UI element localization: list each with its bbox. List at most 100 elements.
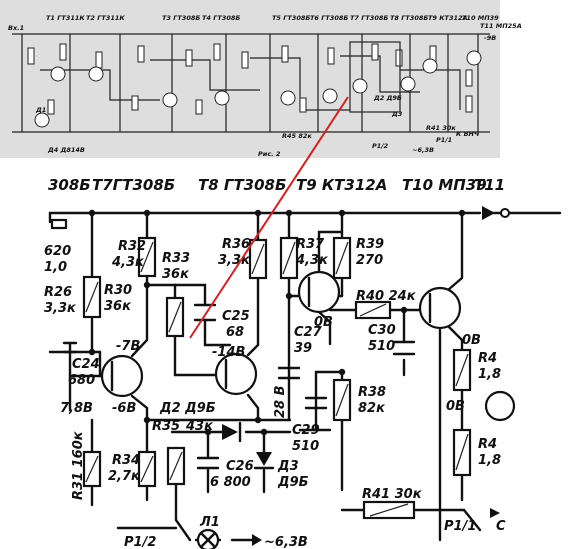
- r34-label: R34: [112, 453, 140, 468]
- junction-dots: [88, 209, 466, 436]
- thumb-label-minus9: -9В: [484, 34, 496, 42]
- voltage-t10-r2: 0В: [446, 399, 465, 414]
- r31-label: R31 160к: [71, 430, 86, 500]
- d3-value: Д9Б: [277, 475, 309, 490]
- t11-partial: [484, 390, 516, 422]
- thumb-header-t2: T2 ГТ311К: [86, 14, 125, 22]
- t10-symbol: [418, 286, 462, 330]
- r42-label: R4: [478, 351, 497, 366]
- r38-value: 82к: [358, 401, 386, 416]
- thumb-header-t11: T11 МП25А: [480, 22, 522, 30]
- thumb-label-p11: Р1/1: [436, 136, 452, 144]
- r34-value: 2,7к: [108, 469, 141, 484]
- rail-arrow-right: [490, 508, 500, 518]
- thumb-components: [27, 43, 482, 128]
- c25-label: C25: [222, 309, 250, 324]
- detail-header-t10: Т10 МП39: [402, 176, 487, 194]
- d2-symbol: [222, 424, 238, 440]
- c27-value: 39: [294, 341, 312, 356]
- r26-label: R26: [44, 285, 72, 300]
- thumb-header-t10: T10 МП39: [462, 14, 499, 22]
- thumb-label-r41: R41 30к: [426, 124, 456, 132]
- thumb-header-t3: T3 ГТ308Б: [162, 14, 200, 22]
- thumb-label-kvnch: К ВНЧ: [456, 130, 480, 138]
- c-partial-value: 620: [44, 244, 71, 259]
- r33-label: R33: [162, 251, 190, 266]
- supply-rail: [48, 211, 562, 224]
- r37-label: R37: [296, 237, 325, 252]
- r39-value: 270: [356, 253, 383, 268]
- thumb-header-t9: T9 КТ312А: [428, 14, 468, 22]
- thumb-header-t7: T7 ГТ308Б: [350, 14, 388, 22]
- r41-label: R41 30к: [362, 487, 423, 502]
- t8-symbol: [214, 352, 258, 396]
- rail-terminal: [500, 208, 510, 218]
- voltage-t8-collector: -14В: [212, 345, 245, 360]
- voltage-t9-base: 0В: [314, 315, 333, 330]
- rail-left-component: [50, 218, 68, 230]
- l1-label: Л1: [199, 515, 220, 530]
- detail-header-t7: Т7ГТ308Б: [92, 176, 175, 194]
- thumb-header-t4: T4 ГТ308Б: [202, 14, 240, 22]
- r43-value: 1,8: [478, 453, 501, 468]
- detail-header-t11: Т11: [474, 176, 505, 194]
- r36-label: R36: [222, 237, 250, 252]
- supply-label: ~6,3В: [264, 535, 308, 549]
- voltage-t7-emitter: -6В: [112, 401, 136, 416]
- thumb-wiring: [12, 33, 490, 133]
- voltage-t7-base: -7В: [116, 339, 140, 354]
- t7-symbol: [100, 354, 144, 398]
- thumb-header-t5: T5 ГТ308Б: [272, 14, 310, 22]
- thumb-label-d3: Д3: [391, 110, 403, 118]
- c29-label: C29: [292, 423, 320, 438]
- c26-label: C26: [226, 459, 254, 474]
- c26-value: 6 800: [210, 475, 251, 490]
- thumb-label-d1: Д1: [35, 106, 46, 114]
- c25-value: 68: [226, 325, 244, 340]
- t9-symbol: [297, 270, 341, 314]
- rail-arrow: [482, 206, 495, 220]
- r38-label: R38: [358, 385, 386, 400]
- d3-symbol: [256, 452, 272, 466]
- schematic-detail: 308Б Т7ГТ308Б Т8 ГТ308Б Т9 КТ312А Т10 МП…: [44, 176, 562, 549]
- r30-value: 36к: [104, 299, 132, 314]
- thumb-label-supply: ~6,3В: [412, 146, 434, 154]
- c29-value: 510: [292, 439, 319, 454]
- d2-label: Д2 Д9Б: [159, 401, 216, 416]
- r37-value: 4,3к: [295, 253, 329, 268]
- thumb-zoom-box: [349, 41, 401, 113]
- capacitors: [62, 303, 416, 470]
- r43-label: R4: [478, 437, 497, 452]
- thumb-header-t1: T1 ГТ311К: [46, 14, 85, 22]
- r33-value: 36к: [162, 267, 190, 282]
- thumb-figure-caption: Рис. 2: [258, 150, 281, 158]
- c-partial-value-2: 1,0: [44, 260, 67, 275]
- c30-label: C30: [368, 323, 396, 338]
- r30-label: R30: [104, 283, 132, 298]
- detail-header-t8: Т8 ГТ308Б: [198, 176, 286, 194]
- r32-value: 4,3к: [111, 255, 145, 270]
- r42-value: 1,8: [478, 367, 501, 382]
- resistors: [82, 236, 472, 520]
- thumb-label-p12: Р1/2: [372, 142, 389, 150]
- annotation-line: [189, 96, 349, 339]
- r26-value: 3,3к: [44, 301, 77, 316]
- detail-header-t9: Т9 КТ312А: [296, 176, 387, 194]
- c24-label: C24: [72, 357, 100, 372]
- r39-label: R39: [356, 237, 384, 252]
- thumb-header-t6: T6 ГТ308Б: [310, 14, 348, 22]
- r32-label: R32: [118, 239, 146, 254]
- r36-value: 3,3к: [218, 253, 251, 268]
- voltage-t10-r: 0В: [462, 333, 481, 348]
- voltage-c28: 28 В: [273, 385, 288, 418]
- transistors: [100, 270, 462, 398]
- detail-header-t6: 308Б: [48, 176, 91, 194]
- thumb-label-r45: R45 82к: [282, 132, 312, 140]
- r40-label: R40 24к: [356, 289, 417, 304]
- thumb-label-d2: Д2 Д9Б: [373, 94, 402, 102]
- diodes: [222, 421, 275, 470]
- c-right-label: С: [496, 519, 506, 534]
- r35-value: 43к: [185, 419, 214, 434]
- c27-label: C27: [294, 325, 323, 340]
- d3-label: Д3: [277, 459, 299, 474]
